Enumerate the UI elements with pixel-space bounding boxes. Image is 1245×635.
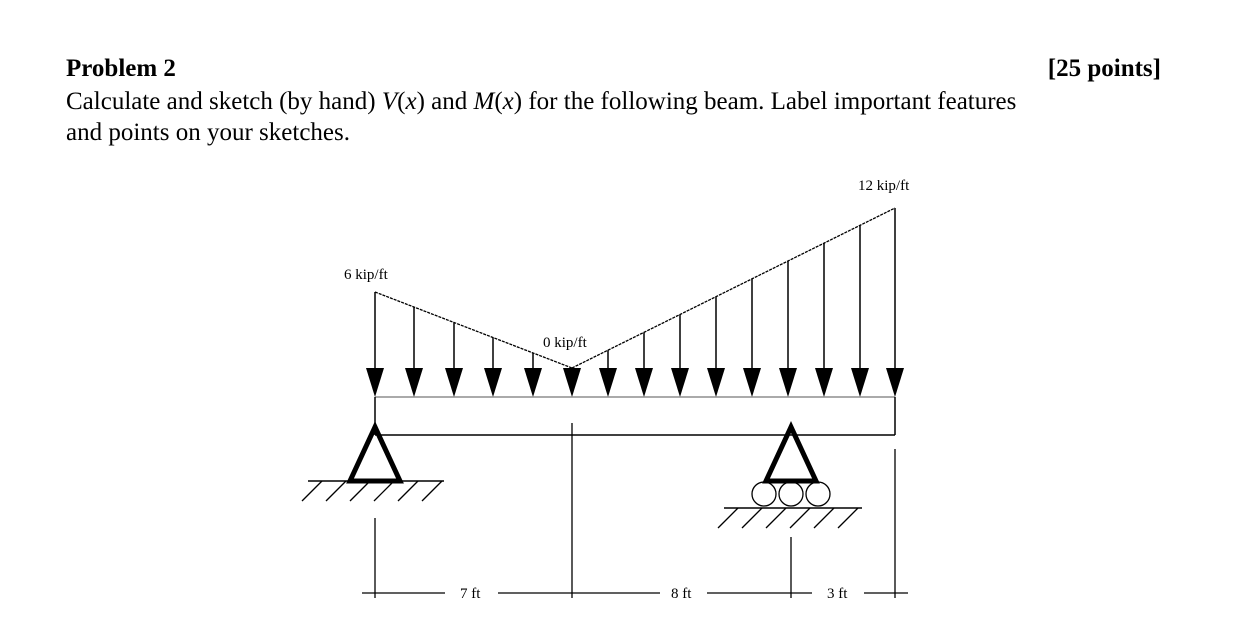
statement-text: and bbox=[424, 88, 474, 115]
math-x: x bbox=[405, 88, 417, 115]
points-label: [25 points] bbox=[1047, 55, 1161, 82]
paren: ( bbox=[397, 88, 406, 115]
load-label-right: 12 kip/ft bbox=[858, 178, 910, 194]
math-x: x bbox=[502, 88, 514, 115]
load-label-mid: 0 kip/ft bbox=[543, 335, 588, 351]
problem-title: Problem 2 bbox=[66, 55, 176, 82]
dimension-label-1: 7 ft bbox=[460, 586, 481, 602]
pin-support bbox=[301, 421, 444, 502]
dimension-lines bbox=[362, 423, 908, 598]
beam bbox=[374, 397, 896, 436]
paren: ) bbox=[416, 88, 425, 115]
paren: ) bbox=[513, 88, 523, 115]
math-M: M bbox=[473, 88, 495, 115]
dimension-label-3: 3 ft bbox=[827, 586, 848, 602]
arrow-heads bbox=[366, 368, 904, 397]
roller-support bbox=[717, 421, 862, 529]
statement-text: for the following beam. Label important … bbox=[522, 88, 1017, 115]
load-arrows bbox=[374, 208, 896, 368]
problem-statement: Calculate and sketch (by hand) V(x) and … bbox=[66, 86, 1166, 148]
math-V: V bbox=[381, 88, 398, 115]
statement-text: and points on your sketches. bbox=[66, 119, 350, 146]
paren: ( bbox=[494, 88, 503, 115]
load-label-left: 6 kip/ft bbox=[344, 267, 389, 283]
dimension-label-2: 8 ft bbox=[671, 586, 692, 602]
load-envelope bbox=[374, 207, 896, 369]
statement-text: Calculate and sketch (by hand) bbox=[66, 88, 382, 115]
